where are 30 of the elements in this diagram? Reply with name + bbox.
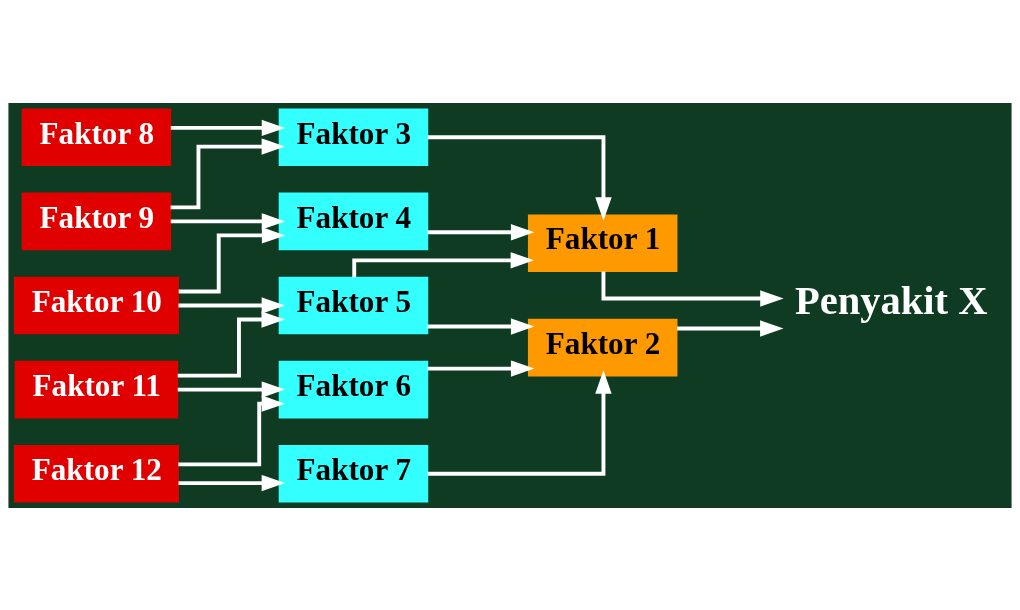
arrow [427, 369, 612, 476]
node-box: Faktor 8 [21, 107, 172, 166]
arrow [170, 119, 286, 136]
arrow [170, 212, 286, 230]
node-box: Faktor 11 [14, 360, 179, 418]
node-box: Faktor 3 [278, 107, 429, 166]
node-box: Faktor 2 [527, 318, 678, 376]
arrow [427, 223, 535, 240]
node-box: Faktor 9 [21, 192, 172, 250]
arrow [427, 359, 535, 377]
arrow [427, 134, 612, 221]
arrow [601, 271, 784, 307]
node-text: Penyakit X [795, 277, 988, 323]
node-box: Faktor 1 [527, 213, 678, 272]
node-box: Faktor 10 [13, 276, 179, 334]
arrow [178, 474, 286, 491]
node-box: Faktor 12 [13, 444, 179, 503]
arrow [177, 380, 286, 398]
arrow [178, 226, 286, 293]
node-box: Faktor 7 [278, 444, 429, 503]
node-box: Faktor 5 [278, 276, 429, 334]
arrow [178, 296, 286, 314]
arrow [677, 319, 784, 337]
node-box: Faktor 6 [278, 360, 429, 418]
arrow [427, 317, 535, 335]
arrow [170, 137, 285, 209]
node-box: Faktor 4 [278, 192, 429, 250]
arrow [177, 310, 285, 378]
arrow [352, 251, 535, 277]
arrow [178, 394, 286, 466]
